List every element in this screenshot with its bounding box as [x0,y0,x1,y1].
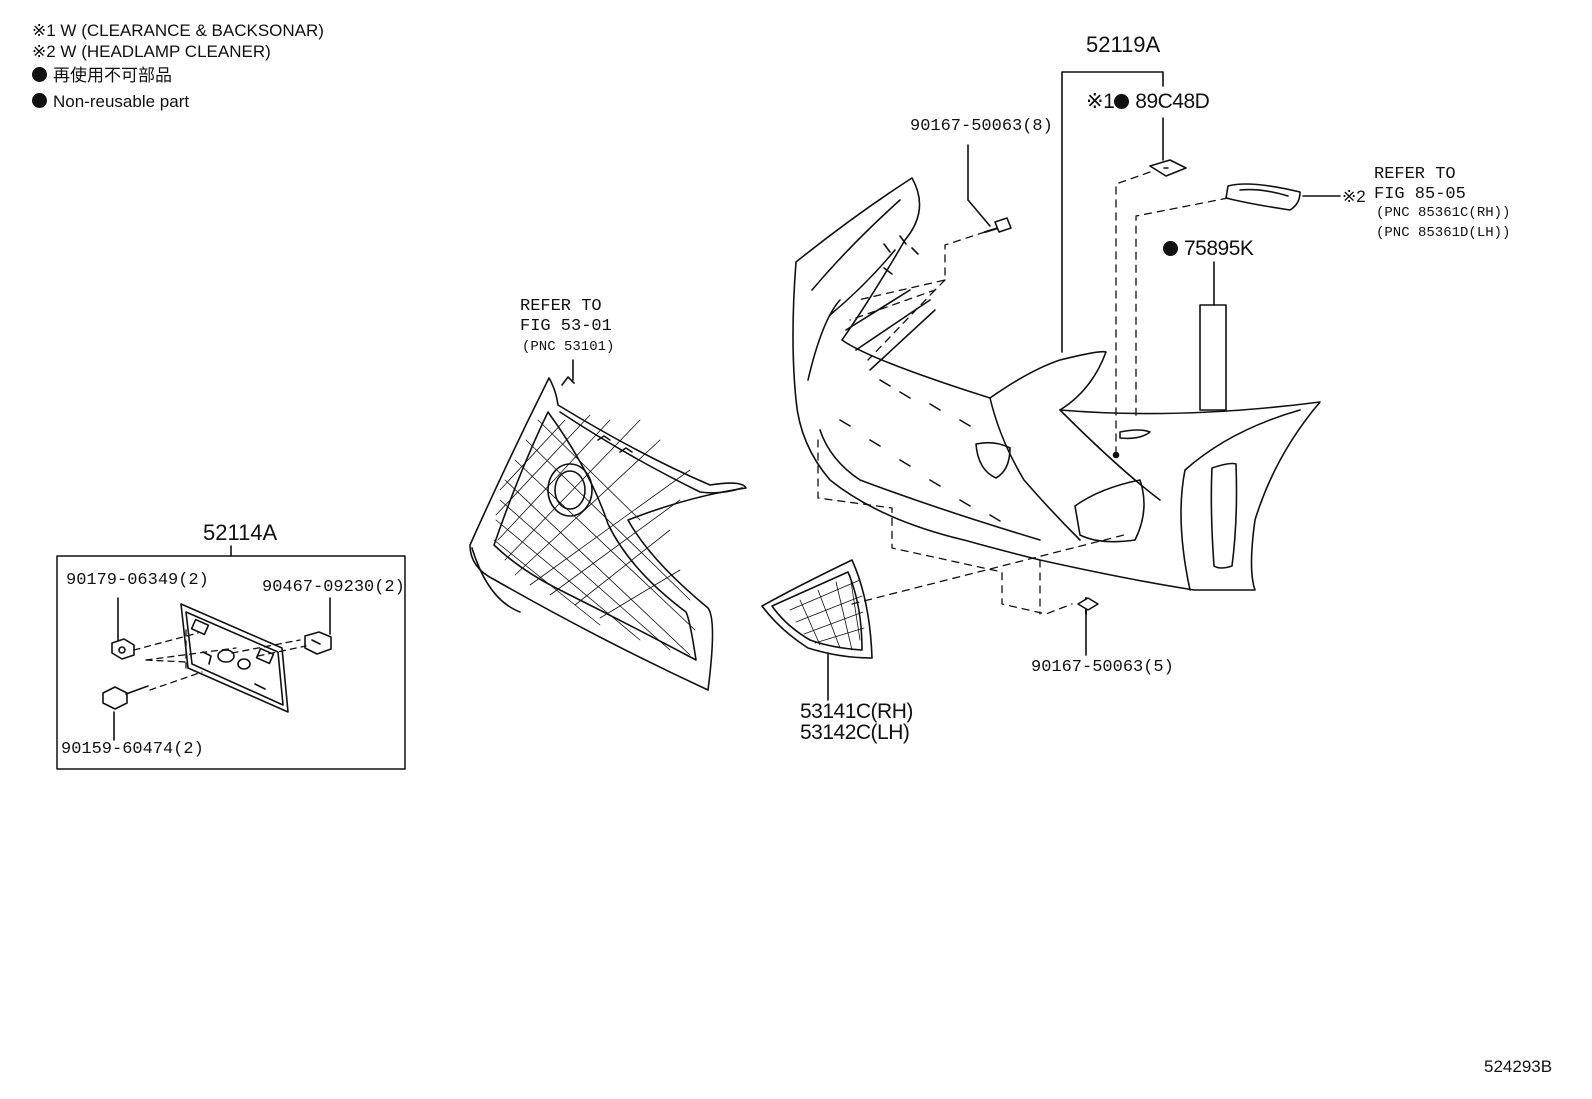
legend-nonreusable-en-text: Non-reusable part [53,92,190,111]
nonreusable-dot-icon [1114,94,1130,109]
headlamp-ref-line2[interactable]: FIG 85-05 [1374,185,1466,204]
part-90167-50063-upper[interactable]: 90167-50063(8) [910,117,1053,136]
radiator-grille [469,376,747,691]
part-52114A[interactable]: 52114A [203,520,278,545]
clip-90467 [304,631,332,655]
bolt-upper [984,217,1012,233]
part-89C48D[interactable]: ※1 89C48D [1086,90,1210,113]
part-53142C[interactable]: 53142C(LH) [800,721,910,744]
part-90167-50063-lower[interactable]: 90167-50063(5) [1031,658,1174,677]
grille-mesh [493,414,696,656]
nonreusable-dot-icon [32,93,47,108]
part-75895K[interactable]: 75895K [1163,237,1254,260]
legend-note-1: ※1 W (CLEARANCE & BACKSONAR) [32,21,324,40]
part-75895K-number: 75895K [1184,237,1254,260]
side-grille [761,559,873,659]
illustration-id: 524293B [1484,1057,1553,1076]
grille-ref-line2[interactable]: FIG 53-01 [520,317,612,336]
screw-90159 [102,685,149,710]
side-grille-mesh [789,574,865,651]
bolt-lower [1077,597,1099,615]
grille-ref-line3: (PNC 53101) [522,339,615,355]
legend-note-2: ※2 W (HEADLAMP CLEANER) [32,42,271,61]
part-90467-09230[interactable]: 90467-09230(2) [262,578,405,597]
part-90159-60474[interactable]: 90159-60474(2) [61,740,204,759]
grille-ref-line1: REFER TO [520,297,602,316]
license-plate-bracket [180,603,289,713]
sensor-retainer [1149,159,1187,177]
legend-nonreusable-jp-text: 再使用不可部品 [53,66,172,85]
legend-nonreusable-en: Non-reusable part [32,93,189,110]
legend-nonreusable-jp: 再使用不可部品 [32,67,172,84]
note-1-marker: ※1 [1086,90,1115,113]
protective-tape [1199,304,1227,411]
nonreusable-dot-icon [1163,241,1178,256]
headlamp-ref-line4: (PNC 85361D(LH)) [1376,225,1511,241]
headlamp-cleaner-cover [1225,183,1301,211]
part-53141C[interactable]: 53141C(RH) [800,700,913,723]
note-2-marker: ※2 [1342,187,1366,206]
part-90179-06349[interactable]: 90179-06349(2) [66,571,209,590]
part-52119A[interactable]: 52119A [1086,32,1161,57]
nut-90179 [111,638,135,660]
headlamp-ref-line3: (PNC 85361C(RH)) [1376,205,1511,221]
part-89C48D-number: 89C48D [1135,90,1210,113]
front-bumper-cover [792,177,1321,591]
headlamp-ref-line1: REFER TO [1374,165,1456,184]
nonreusable-dot-icon [32,67,47,82]
